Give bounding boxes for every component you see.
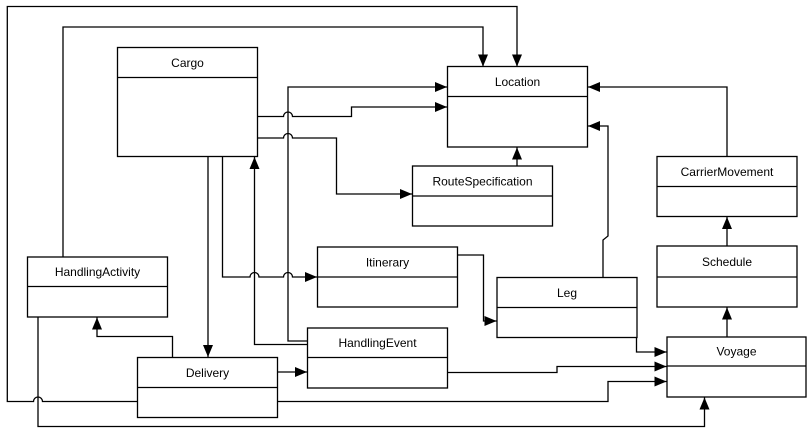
class-box-leg[interactable]: Leg: [496, 276, 638, 339]
class-box-voyage[interactable]: Voyage: [666, 336, 807, 398]
box-outline-cargo: [116, 46, 259, 158]
edge-leg-location[interactable]: [588, 121, 609, 278]
class-box-carriermovement[interactable]: CarrierMovement: [656, 155, 798, 218]
class-box-routespecification[interactable]: RouteSpecification: [411, 165, 554, 227]
class-label-voyage: Voyage: [716, 345, 756, 359]
edge-leg-voyage[interactable]: [635, 337, 667, 357]
edge-handlingevent-location[interactable]: [287, 82, 447, 342]
class-box-delivery[interactable]: Delivery: [136, 356, 279, 419]
class-box-cargo[interactable]: Cargo: [116, 46, 259, 158]
edge-carriermovement-location[interactable]: [588, 82, 728, 157]
edge-itinerary-leg[interactable]: [457, 254, 497, 326]
class-label-cargo: Cargo: [171, 56, 204, 70]
connectors: [6, 5, 732, 428]
edge-handlingactivity-location[interactable]: [62, 26, 488, 257]
edge-delivery-handlingactivity[interactable]: [92, 317, 174, 358]
class-box-itinerary[interactable]: Itinerary: [316, 246, 459, 308]
box-outline-voyage: [666, 336, 807, 398]
class-label-handlingevent: HandlingEvent: [338, 336, 417, 350]
edge-cargo-location[interactable]: [257, 102, 448, 118]
edge-cargo-itinerary[interactable]: [221, 156, 318, 282]
class-label-itinerary: Itinerary: [366, 256, 409, 270]
edge-delivery-location[interactable]: [6, 5, 522, 403]
edge-delivery-voyage[interactable]: [277, 376, 667, 403]
edge-handlingevent-voyage[interactable]: [447, 361, 667, 374]
class-box-location[interactable]: Location: [446, 65, 589, 148]
class-label-handlingactivity: HandlingActivity: [55, 265, 140, 279]
edge-handlingevent-cargo[interactable]: [249, 157, 308, 346]
edge-handlingactivity-voyage[interactable]: [37, 317, 710, 428]
class-box-handlingactivity[interactable]: HandlingActivity: [26, 256, 169, 318]
edge-cargo-routespecification[interactable]: [257, 132, 413, 199]
class-box-handlingevent[interactable]: HandlingEvent: [306, 327, 449, 389]
box-outline-location: [446, 65, 589, 148]
class-label-leg: Leg: [557, 286, 577, 300]
class-label-schedule: Schedule: [702, 255, 752, 269]
class-label-delivery: Delivery: [186, 366, 229, 380]
class-label-routespecification: RouteSpecification: [432, 175, 532, 189]
class-label-carriermovement: CarrierMovement: [681, 165, 774, 179]
class-box-schedule[interactable]: Schedule: [656, 245, 798, 308]
class-label-location: Location: [495, 75, 540, 89]
